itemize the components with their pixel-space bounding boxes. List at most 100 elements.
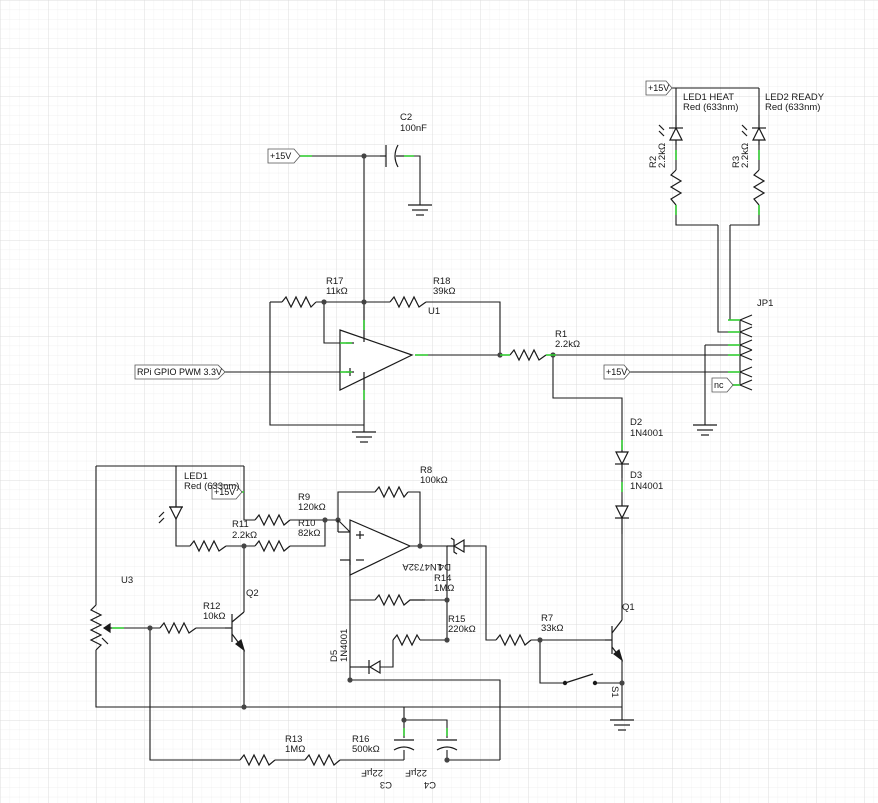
resistor-r3[interactable] [752, 169, 766, 206]
label-r1-value: 2.2kΩ [555, 339, 580, 350]
resistor-r10[interactable] [254, 539, 291, 553]
net-label-vcc4: +15V [214, 487, 235, 497]
label-r14-value: 1MΩ [434, 583, 454, 594]
label-led1-value: Red (633nm) [184, 481, 239, 492]
label-d2-value: 1N4001 [630, 428, 663, 439]
potentiometer-u3[interactable] [89, 604, 112, 651]
net-flag-vcc4[interactable]: +15V [211, 484, 243, 500]
label-r14-ref: R14 [434, 573, 451, 584]
label-led1-ref: LED1 [184, 471, 208, 482]
label-r10-value: 82kΩ [298, 528, 320, 539]
label-led1heat-value: Red (633nm) [683, 102, 738, 113]
label-led1heat-ref: LED1 HEAT [683, 92, 734, 103]
resistor-r2[interactable] [669, 169, 683, 206]
diode-d2[interactable] [615, 445, 629, 478]
led-1[interactable] [158, 500, 183, 524]
resistor-r9[interactable] [254, 513, 291, 527]
header-jp1[interactable] [739, 314, 753, 391]
resistor-r1[interactable] [509, 348, 547, 362]
net-label-vcc1: +15V [270, 151, 291, 161]
net-flag-nc[interactable]: nc [711, 377, 734, 393]
opamp-u1[interactable] [339, 305, 414, 391]
label-r8-ref: R8 [420, 465, 432, 476]
led-ready[interactable] [741, 115, 766, 145]
diode-d3[interactable] [615, 500, 629, 534]
resistor-r17[interactable] [281, 295, 317, 309]
label-r7-ref: R7 [541, 613, 553, 624]
label-r15-value: 220kΩ [448, 624, 476, 635]
label-r18-ref: R18 [433, 276, 450, 287]
label-c3-ref: C3 [380, 779, 392, 790]
led-heat[interactable] [658, 115, 683, 145]
opamp-comparator[interactable] [337, 519, 412, 576]
label-jp1-ref: JP1 [757, 298, 773, 309]
label-d4-ref: D4 [439, 561, 451, 572]
capacitor-c4[interactable] [436, 739, 458, 751]
net-flag-vcc3[interactable]: +15V [603, 364, 631, 380]
label-r13-value: 1MΩ [285, 744, 305, 755]
resistor-r13[interactable] [239, 753, 276, 767]
label-r15-ref: R15 [448, 614, 465, 625]
label-r12-ref: R12 [203, 601, 220, 612]
zener-diode-d4[interactable] [447, 537, 470, 555]
label-r7-value: 33kΩ [541, 623, 563, 634]
label-led2ready-value: Red (633nm) [765, 102, 820, 113]
label-r11-value: 2.2kΩ [232, 530, 257, 541]
label-r11-ref: R11 [232, 519, 249, 530]
label-c2-ref: C2 [400, 112, 412, 123]
label-q2-ref: Q2 [246, 588, 259, 599]
label-c2-value: 100nF [400, 123, 427, 134]
resistor-r14[interactable] [374, 593, 425, 607]
ground-u1 [352, 431, 376, 443]
net-label-vcc2: +15V [648, 83, 669, 93]
net-flag-gpio[interactable]: RPi GPIO PWM 3.3V [134, 364, 226, 380]
resistor-r7[interactable] [495, 633, 532, 647]
switch-s1[interactable] [562, 673, 598, 686]
resistor-r15[interactable] [392, 633, 421, 647]
resistor-r16[interactable] [304, 753, 341, 767]
label-q1-ref: Q1 [622, 602, 635, 613]
net-label-vcc3: +15V [606, 367, 627, 377]
diode-d5[interactable] [360, 659, 381, 675]
label-r3-value: 2.2kΩ [740, 143, 751, 168]
label-r12-value: 10kΩ [203, 611, 225, 622]
label-c4-ref: C4 [424, 779, 436, 790]
label-r9-value: 120kΩ [298, 502, 326, 513]
resistor-r8[interactable] [374, 485, 409, 499]
label-d5-ref: D5 [329, 650, 340, 662]
label-d5-value: 1N4001 [339, 629, 350, 662]
label-d4-value: 1N4732A [402, 561, 442, 572]
label-r16-value: 500kΩ [352, 744, 380, 755]
transistor-q2[interactable] [225, 611, 246, 652]
label-d2-ref: D2 [630, 417, 642, 428]
component-labels: C2 100nF R17 11kΩ R18 39kΩ U1 R1 2.2kΩ J… [121, 92, 825, 790]
net-label-gpio: RPi GPIO PWM 3.3V [137, 367, 222, 377]
capacitor-c3[interactable] [393, 739, 415, 751]
label-r9-ref: R9 [298, 492, 310, 503]
resistor-r11[interactable] [189, 539, 227, 553]
transistor-q1[interactable] [605, 619, 624, 662]
label-d3-value: 1N4001 [630, 481, 663, 492]
label-r2-value: 2.2kΩ [657, 143, 668, 168]
label-c4-value: 22µF [405, 767, 427, 778]
ground-q1 [610, 719, 634, 731]
label-d3-ref: D3 [630, 470, 642, 481]
net-flag-vcc2[interactable]: +15V [645, 80, 673, 96]
resistor-r12[interactable] [159, 621, 197, 635]
capacitor-c2[interactable] [380, 144, 404, 168]
resistor-r18[interactable] [389, 295, 427, 309]
label-r8-value: 100kΩ [420, 475, 448, 486]
label-u1-ref: U1 [428, 306, 440, 317]
label-r17-value: 11kΩ [326, 286, 348, 297]
ground-jp1 [693, 424, 717, 436]
label-r3-ref: R3 [731, 156, 742, 168]
label-r16-ref: R16 [352, 734, 369, 745]
label-r17-ref: R17 [326, 276, 343, 287]
label-r18-value: 39kΩ [433, 286, 455, 297]
label-s1-ref: S1 [609, 686, 620, 698]
label-r1-ref: R1 [555, 329, 567, 340]
label-u3-ref: U3 [121, 575, 133, 586]
junction-dots [147, 153, 625, 763]
net-flag-vcc1[interactable]: +15V [267, 148, 301, 164]
